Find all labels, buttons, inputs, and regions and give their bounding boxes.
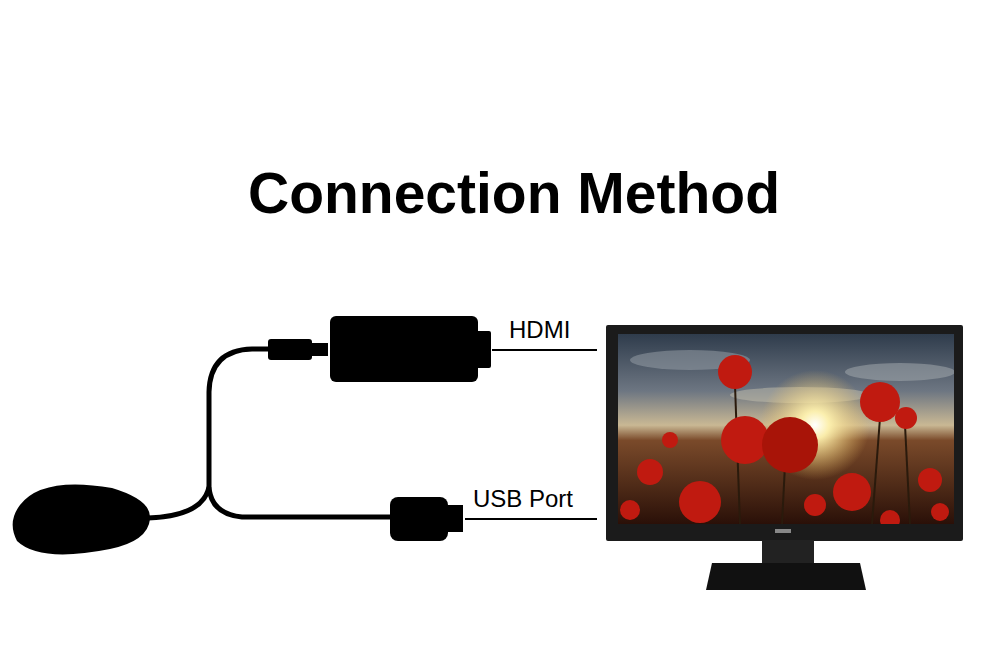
poppy [762,417,818,473]
micro-plug [268,339,312,360]
diagram-title: Connection Method [248,165,780,222]
usb-line [465,518,597,520]
hdmi-plug [476,331,491,368]
poppy [860,382,900,422]
stem [872,418,880,524]
monitor-base [706,563,866,590]
poppies [620,355,949,524]
poppy [833,473,871,511]
sun [760,370,870,480]
cable-branch [148,487,209,518]
poppy [895,407,917,429]
poppy [662,432,678,448]
micro-plug-tip [311,343,328,356]
poppy [931,503,949,521]
poppy [718,355,752,389]
monitor-neck [762,540,814,564]
monitor-bezel [606,325,963,541]
poppy [880,510,900,524]
hdmi-dongle [330,316,478,382]
stem [905,425,910,524]
screen-sky [618,334,954,524]
monitor-logo [775,529,791,533]
usb-plug [390,497,448,541]
poppy [620,500,640,520]
cloud [845,363,954,381]
port-label: HDMI [507,318,572,342]
poppy [804,494,826,516]
screen-picture [618,334,954,524]
poppy [679,481,721,523]
usb-plug-tip [446,505,463,532]
port-label: USB Port [471,487,575,511]
poppy [637,459,663,485]
poppy [721,416,769,464]
receiver-pod [13,484,150,554]
poppy [918,468,942,492]
stem [782,465,785,524]
hdmi-line [492,349,597,351]
